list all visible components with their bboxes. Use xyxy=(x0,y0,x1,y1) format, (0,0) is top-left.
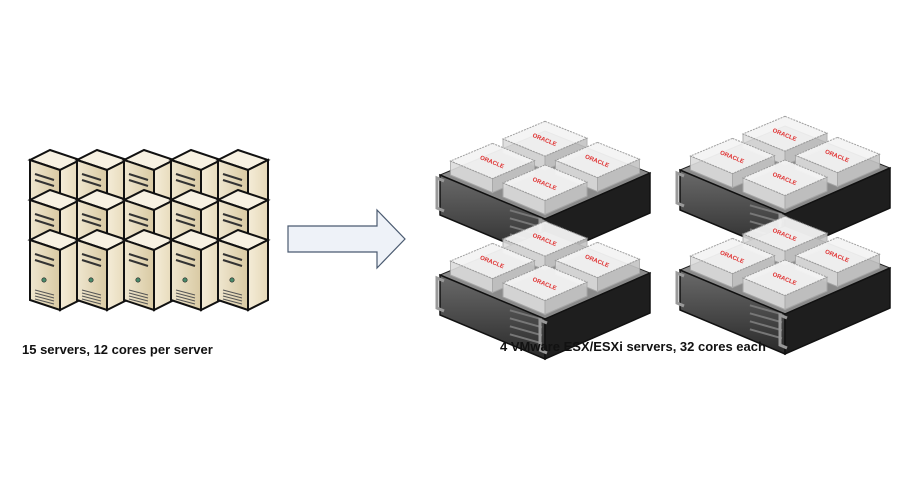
esx-servers-caption: 4 VMware ESX/ESXi servers, 32 cores each xyxy=(500,339,766,354)
virtual-machine-icon: ORACLE xyxy=(501,164,589,216)
virtual-machine-icon: ORACLE xyxy=(741,159,829,211)
esx-servers-group: ORACLEORACLEORACLEORACLEORACLEORACLEORAC… xyxy=(435,115,892,361)
physical-servers-group xyxy=(27,148,271,312)
virtual-machine-icon: ORACLE xyxy=(741,259,829,311)
tower-server-icon xyxy=(168,228,224,312)
tower-server-icon xyxy=(215,228,271,312)
tower-server-icon xyxy=(74,228,130,312)
tower-server-icon xyxy=(121,228,177,312)
physical-servers-caption: 15 servers, 12 cores per server xyxy=(22,342,213,357)
virtual-machine-icon: ORACLE xyxy=(501,264,589,316)
right-arrow-icon xyxy=(287,208,406,270)
tower-server-icon xyxy=(27,228,83,312)
